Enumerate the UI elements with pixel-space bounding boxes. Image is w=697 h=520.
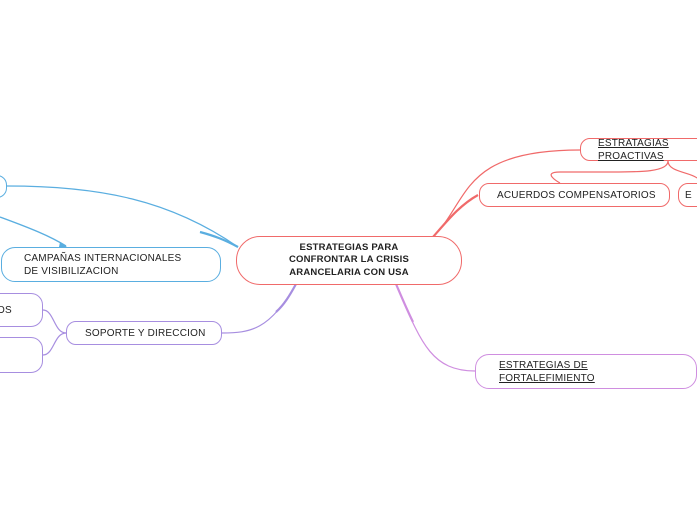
subtopic-soporte-upper-partial[interactable]: OS [0, 293, 43, 327]
topic-red-right-partial[interactable]: E [678, 183, 697, 207]
central-topic-line-2: CONFRONTAR LA CRISIS [288, 254, 410, 266]
topic-acuerdos-compensatorios-label: ACUERDOS COMPENSATORIOS [497, 189, 656, 201]
connector-blue-to-campanas [0, 216, 67, 247]
topic-estrategias-proactivas[interactable]: ESTRATAGIAS PROACTIVAS [580, 137, 697, 162]
topic-acuerdos-compensatorios[interactable]: ACUERDOS COMPENSATORIOS [479, 183, 670, 207]
topic-soporte-y-direccion[interactable]: SOPORTE Y DIRECCION [66, 321, 222, 345]
connector-soporte-to-lower-child [42, 332, 67, 356]
subtopic-soporte-upper-label: OS [0, 304, 12, 316]
central-topic-line-1: ESTRATEGIAS PARA [299, 241, 399, 253]
topic-fortalecimiento-line-2: FORTALEFIMIENTO [499, 372, 595, 384]
connector-soporte-to-upper-child [42, 309, 67, 334]
connector-central-thick-violet [394, 283, 414, 323]
topic-campanas-line-1: CAMPAÑAS INTERNACIONALES [24, 252, 182, 264]
connector-central-to-soporte [221, 283, 297, 334]
connector-central-thick-red [432, 194, 479, 238]
arrowhead-campanas [59, 242, 67, 247]
topic-estrategias-de-fortalecimiento[interactable]: ESTRATEGIAS DE FORTALEFIMIENTO [475, 354, 697, 389]
central-topic[interactable]: ESTRATEGIAS PARA CONFRONTAR LA CRISIS AR… [236, 236, 462, 285]
connector-central-to-fortalecimiento [395, 283, 476, 372]
central-topic-line-3: ARANCELARIA CON USA [289, 266, 409, 278]
connector-central-thick-purple [275, 283, 297, 313]
topic-campanas-line-2: DE VISIBILIZACION [24, 265, 119, 277]
topic-fortalecimiento-line-1: ESTRATEGIAS DE [499, 359, 588, 371]
topic-campanas-internacionales[interactable]: CAMPAÑAS INTERNACIONALES DE VISIBILIZACI… [1, 247, 221, 282]
connector-central-to-blue-top [6, 185, 239, 248]
topic-soporte-y-direccion-label: SOPORTE Y DIRECCION [85, 327, 206, 339]
connector-central-thick-blue [199, 230, 239, 248]
topic-estrategias-proactivas-label: ESTRATAGIAS PROACTIVAS [598, 137, 669, 162]
connector-proactivas-to-right-child [667, 160, 697, 179]
subtopic-soporte-lower-partial[interactable] [0, 337, 43, 373]
topic-red-right-partial-label: E [685, 189, 692, 201]
connector-proactivas-to-children [550, 160, 669, 184]
